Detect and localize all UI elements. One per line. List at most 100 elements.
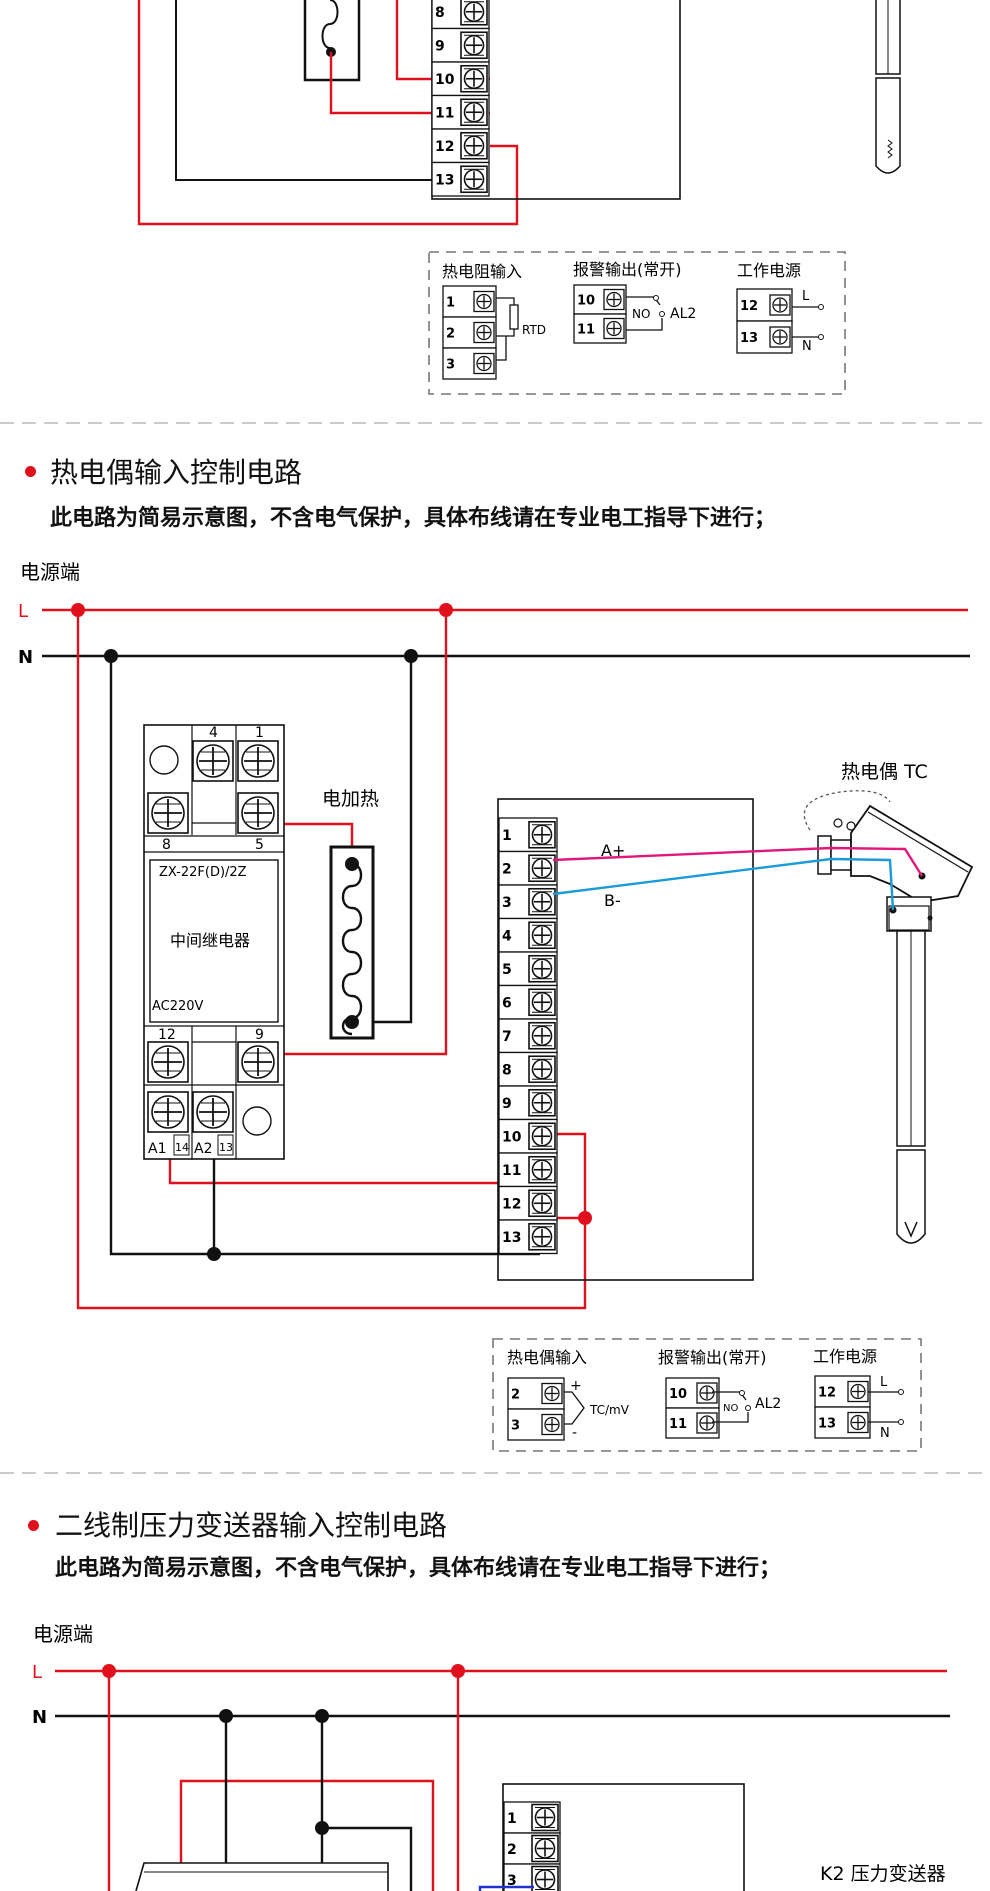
relay-name: 中间继电器: [170, 931, 250, 950]
tc-terminal-number: 1: [502, 828, 512, 844]
pr-terminal-strip: 123: [503, 1801, 561, 1891]
relay-terminal-5: 5: [255, 837, 264, 853]
tc-legend-tc-terminals: 23: [507, 1377, 565, 1441]
relay-terminal-a2: A2: [194, 1141, 212, 1157]
tc-line-l-label: L: [18, 601, 28, 622]
tc-legend-alarm-terminal-number: 11: [669, 1417, 687, 1432]
top-terminal-screw: [460, 165, 488, 194]
tc-terminal-screw: [528, 1189, 556, 1218]
tc-legend-power-l: L: [880, 1375, 888, 1390]
tc-terminal-screw: [528, 1155, 556, 1184]
tc-legend-tc-terminal-number: 2: [511, 1387, 520, 1402]
tc-terminal-screw: [528, 1122, 556, 1151]
tc-legend-alarm-terminal-screw: [696, 1412, 718, 1434]
pr-wire-l-3: [179, 1779, 435, 1891]
pr-bullet: [28, 1520, 39, 1531]
tc-legend-plus: +: [570, 1378, 582, 1394]
relay-terminal-14: 14: [175, 1141, 189, 1154]
top-legend-alarm-no: NO: [632, 307, 650, 321]
tc-terminal-number: 11: [502, 1163, 521, 1179]
top-rtd-probe: [875, 0, 901, 174]
tc-legend-power-terminal-number: 12: [818, 1385, 836, 1400]
pr-line-l-label: L: [32, 1662, 42, 1683]
tc-legend-tc-title: 热电偶输入: [507, 1348, 587, 1367]
tc-terminal-screw: [528, 887, 556, 916]
top-legend-alarm-label: AL2: [670, 306, 696, 322]
tc-terminal-number: 9: [502, 1096, 512, 1112]
tc-terminal-screw: [528, 1055, 556, 1084]
top-legend-rtd-title: 热电阻输入: [442, 262, 522, 281]
tc-terminal-number: 12: [502, 1197, 521, 1213]
top-legend-alarm-terminal-screw: [603, 317, 625, 340]
tc-legend-tc-terminal-screw: [541, 1413, 563, 1436]
tc-terminal-screw: [528, 854, 556, 883]
pr-terminal-number: 1: [507, 1811, 517, 1827]
relay-model: ZX-22F(D)/2Z: [159, 865, 247, 880]
top-legend-power-terminal-number: 12: [740, 299, 758, 314]
top-terminal-number: 10: [435, 72, 455, 88]
tc-node-l1: [71, 603, 85, 617]
tc-terminal-number: 2: [502, 862, 512, 878]
thermocouple-diagram: 电源端 L N 电加热: [18, 560, 974, 1452]
tc-wire-l-main: [76, 610, 587, 1310]
tc-terminal-screw: [528, 820, 556, 849]
tc-legend-alarm-terminal-number: 10: [669, 1387, 687, 1402]
relay-terminal-8: 8: [162, 837, 171, 853]
tc-wire-plus: [552, 846, 924, 877]
tc-wire-l-relay: [258, 610, 448, 1056]
tc-legend-tc-terminal-number: 3: [511, 1418, 520, 1433]
tc-legend-power-terminals: 12 13: [814, 1375, 871, 1439]
top-legend-power-l: L: [802, 289, 810, 304]
pr-wire-n-3: [322, 1826, 413, 1891]
top-legend-rtd-terminal-number: 3: [446, 357, 455, 372]
tc-terminal-screw: [528, 988, 556, 1017]
tc-section-subtitle: 此电路为简易示意图，不含电气保护，具体布线请在专业电工指导下进行；: [50, 506, 777, 531]
tc-node-n3: [207, 1247, 221, 1261]
top-legend-power-terminal-number: 13: [740, 331, 758, 346]
pr-terminal-number: 3: [507, 1873, 517, 1889]
tc-bullet: [25, 466, 36, 477]
top-legend-power-title: 工作电源: [737, 261, 801, 280]
top-terminal-screw: [460, 64, 488, 93]
top-terminal-screw: [460, 31, 488, 60]
top-terminal-screw: [460, 131, 488, 160]
top-terminal-number: 12: [435, 139, 454, 155]
tc-terminal-number: 3: [502, 895, 512, 911]
tc-wire-minus-label: B-: [604, 891, 621, 910]
tc-legend-power-terminal-number: 13: [818, 1416, 836, 1431]
top-legend-rtd-terminal-number: 1: [446, 295, 455, 310]
top-legend-rtd-terminal-screw: [473, 321, 495, 344]
pr-terminal-screw: [531, 1865, 559, 1891]
tc-legend-box: [492, 1338, 922, 1452]
top-terminal-screw: [460, 98, 488, 127]
tc-legend-alarm-label: AL2: [755, 1396, 781, 1412]
relay-terminal-12: 12: [158, 1027, 176, 1043]
tc-node-n2: [404, 649, 418, 663]
top-wire-neutral: [175, 0, 432, 181]
tc-legend-power-terminal-screw: [847, 1380, 869, 1403]
tc-terminal-number: 8: [502, 1063, 512, 1079]
top-legend-alarm-terminal-number: 10: [577, 293, 595, 308]
tc-wire-plus-label: A+: [601, 841, 625, 860]
relay-voltage: AC220V: [152, 999, 204, 1014]
tc-terminal-screw: [528, 1222, 556, 1251]
tc-legend-power-title: 工作电源: [813, 1347, 877, 1366]
top-legend-power-terminals: 12 13: [736, 288, 793, 354]
tc-legend-power-terminal-screw: [847, 1411, 869, 1434]
tc-legend-power-n: N: [880, 1426, 890, 1441]
tc-terminal-number: 6: [502, 996, 512, 1012]
top-legend-alarm-terminal-screw: [603, 288, 625, 311]
pr-terminal-screw: [531, 1803, 559, 1832]
tc-terminal-number: 10: [502, 1130, 522, 1146]
tc-terminal-number: 7: [502, 1029, 512, 1045]
tc-node-n1: [104, 649, 118, 663]
tc-terminal-screw: [528, 1021, 556, 1050]
top-legend-rtd-terminal-screw: [473, 352, 495, 375]
tc-terminal-screw: [528, 1088, 556, 1117]
tc-terminal-screw: [528, 921, 556, 950]
tc-wire-alarm-10: [540, 1132, 587, 1220]
